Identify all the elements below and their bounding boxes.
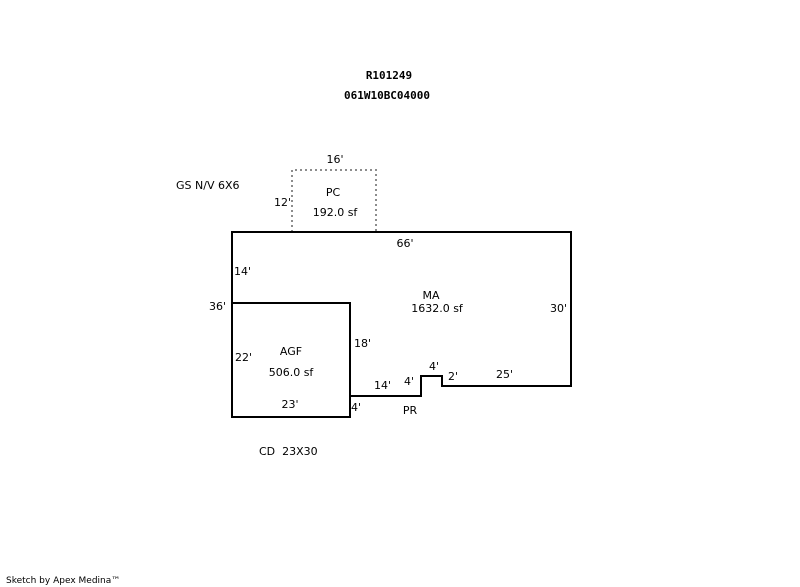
pc-area-name: PC xyxy=(326,186,341,199)
step-4b-dimension: 4' xyxy=(404,375,414,388)
ma-left-total-dimension: 36' xyxy=(209,300,226,313)
outbuilding-note-cd: CD 23X30 xyxy=(259,445,318,458)
agf-inner-dimension: 18' xyxy=(354,337,371,350)
agf-area-name: AGF xyxy=(280,345,302,358)
ma-top-dimension: 66' xyxy=(396,237,413,250)
pc-side-dimension: 12' xyxy=(274,196,291,209)
step-14-dimension: 14' xyxy=(374,379,391,392)
agf-outline xyxy=(231,302,351,418)
ma-area-value: 1632.0 sf xyxy=(411,302,464,315)
map-lot-number: 061W10BC04000 xyxy=(344,89,430,102)
pc-top-dimension: 16' xyxy=(326,153,343,166)
outbuilding-note-gs: GS N/V 6X6 xyxy=(176,179,240,192)
step-4a-dimension: 4' xyxy=(351,401,361,414)
pr-area-name: PR xyxy=(403,404,418,417)
agf-left-dimension: 22' xyxy=(235,351,252,364)
ma-left-upper-dimension: 14' xyxy=(234,265,251,278)
pc-area-value: 192.0 sf xyxy=(313,206,359,219)
ma-area-name: MA xyxy=(422,289,439,302)
step-2-dimension: 2' xyxy=(448,370,458,383)
pc-outline xyxy=(291,169,377,232)
step-4c-dimension: 4' xyxy=(429,360,439,373)
account-number: R101249 xyxy=(366,69,412,82)
ma-right-dimension: 30' xyxy=(550,302,567,315)
bottom-25-dimension: 25' xyxy=(496,368,513,381)
agf-bottom-dimension: 23' xyxy=(281,398,298,411)
agf-area-value: 506.0 sf xyxy=(269,366,315,379)
ma-outline xyxy=(231,231,572,397)
sketch-credit: Sketch by Apex Medina™ xyxy=(6,576,120,586)
